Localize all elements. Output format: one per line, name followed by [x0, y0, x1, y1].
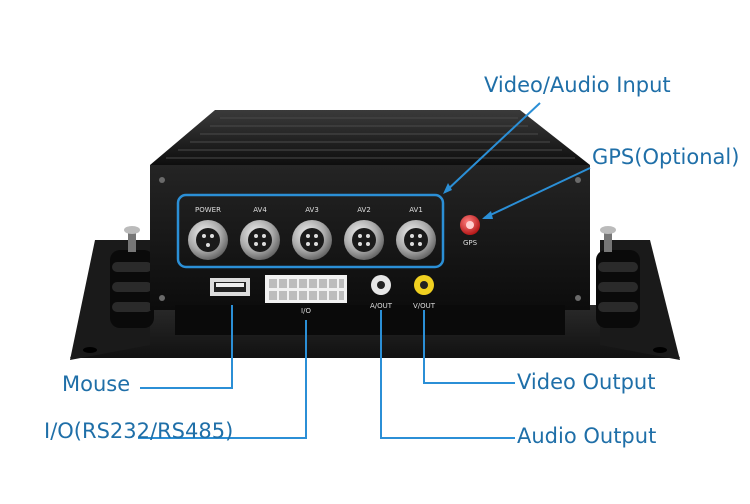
- label-power: POWER: [195, 206, 221, 214]
- line-io: [138, 320, 307, 439]
- label-av3: AV3: [305, 206, 319, 214]
- line-video-output: [423, 310, 515, 384]
- line-mouse: [140, 305, 233, 389]
- label-av2: AV2: [357, 206, 371, 214]
- device-lower-recess: [175, 305, 565, 335]
- heatsink-fins: [166, 117, 575, 159]
- device-top: [150, 110, 590, 165]
- line-video-audio-input: [444, 102, 541, 193]
- panel-screws: [159, 177, 581, 301]
- gps-connector: [460, 215, 480, 235]
- video-out-jack: [414, 275, 434, 295]
- callout-gps: GPS(Optional): [592, 145, 740, 169]
- io-terminal-block: [265, 275, 347, 303]
- callout-video-output: Video Output: [517, 370, 656, 394]
- plate-hole-right: [653, 347, 667, 353]
- label-gps: GPS: [463, 239, 478, 247]
- label-a-out: A/OUT: [370, 302, 393, 310]
- label-av4: AV4: [253, 206, 267, 214]
- callout-lines: [138, 102, 591, 439]
- av-input-highlight: [176, 193, 445, 269]
- label-av1: AV1: [409, 206, 423, 214]
- plate-hole-left: [83, 347, 97, 353]
- audio-out-jack: [371, 275, 391, 295]
- callout-mouse: Mouse: [62, 372, 131, 396]
- left-damper: [110, 226, 154, 328]
- av1-connector: [396, 220, 436, 260]
- usb-port: [210, 278, 250, 296]
- label-v-out: V/OUT: [413, 302, 436, 310]
- callout-arrowheads: [443, 183, 493, 219]
- label-io: I/O: [301, 307, 311, 315]
- av4-connector: [240, 220, 280, 260]
- line-audio-output: [380, 310, 515, 439]
- right-damper: [596, 226, 640, 328]
- av2-connector: [344, 220, 384, 260]
- callout-audio-output: Audio Output: [517, 424, 657, 448]
- av3-connector: [292, 220, 332, 260]
- callout-io: I/O(RS232/RS485): [44, 419, 234, 443]
- power-connector: [188, 220, 228, 260]
- callout-video-audio-input: Video/Audio Input: [484, 73, 671, 97]
- line-gps: [483, 167, 591, 219]
